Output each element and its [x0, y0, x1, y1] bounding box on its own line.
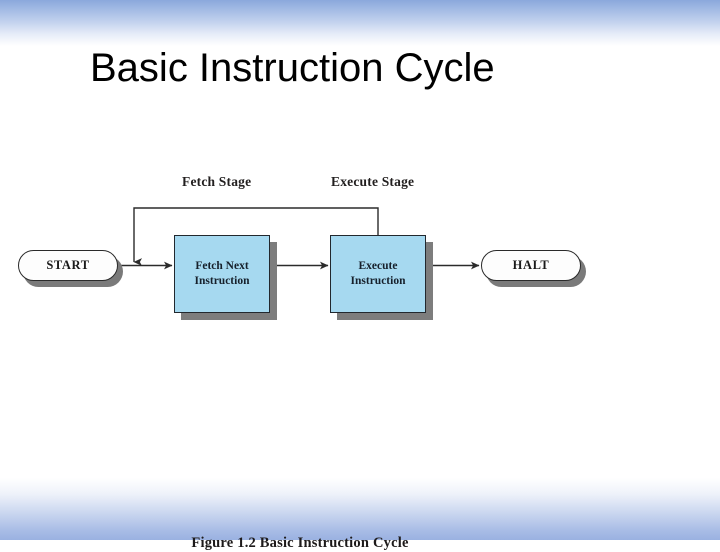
node-halt[interactable]: HALT	[481, 250, 586, 287]
fetch-box-label-line2: Instruction	[194, 275, 250, 287]
node-execute-instruction[interactable]: Execute Instruction	[330, 235, 433, 320]
label-execute-stage: Execute Stage	[331, 174, 415, 189]
start-label: START	[46, 258, 90, 272]
fetch-box-label: Fetch Next Instruction	[174, 235, 270, 313]
fetch-box-label-line1: Fetch Next	[195, 260, 249, 272]
halt-shape	[481, 250, 581, 281]
execute-box-label-line1: Execute	[358, 260, 398, 272]
label-fetch-stage: Fetch Stage	[182, 174, 252, 189]
fetch-box-shape	[174, 235, 270, 313]
start-shape	[18, 250, 118, 281]
halt-label: HALT	[512, 258, 550, 272]
execute-box-shape	[330, 235, 426, 313]
page-title: Basic Instruction Cycle	[90, 46, 495, 90]
execute-box-label-line2: Instruction	[350, 275, 406, 287]
edge-execute-feedback-to-fetch	[133, 207, 379, 266]
node-start[interactable]: START	[18, 250, 123, 287]
figure-caption: Figure 1.2 Basic Instruction Cycle	[191, 535, 409, 551]
diagram-connectors	[119, 207, 480, 270]
execute-box-label: Execute Instruction	[330, 235, 426, 313]
instruction-cycle-diagram: Fetch Stage Execute Stage	[0, 150, 720, 551]
node-fetch-next-instruction[interactable]: Fetch Next Instruction	[174, 235, 277, 320]
